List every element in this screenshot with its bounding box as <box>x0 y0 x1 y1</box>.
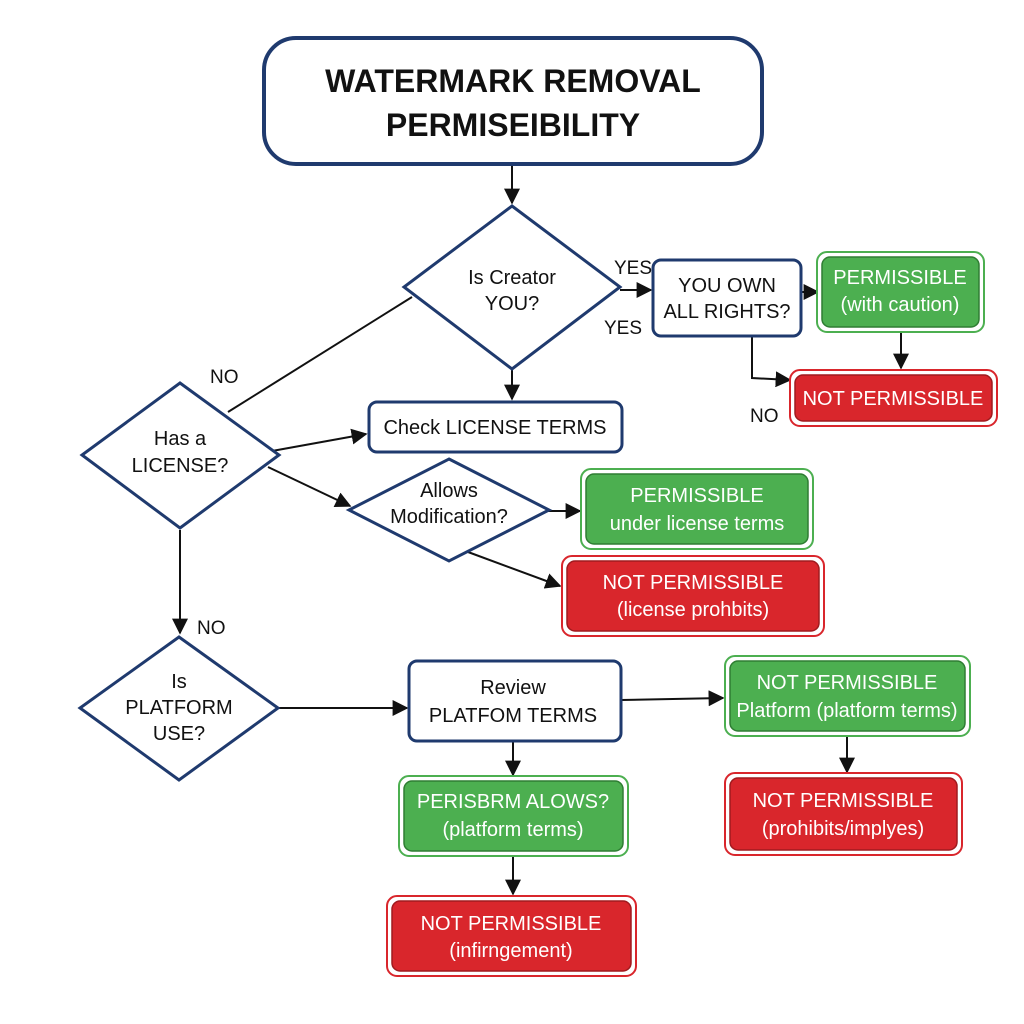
perm-license-line-2: under license terms <box>610 513 785 535</box>
not-perm-platform-line-2: Platform (platform terms) <box>736 700 957 722</box>
decision-is-platform-use: Is PLATFORM USE? <box>77 635 281 782</box>
not-perm-license-line-1: NOT PERMISSIBLE <box>603 572 784 594</box>
not-perm-top-line-1: NOT PERMISSIBLE <box>803 388 984 410</box>
edge-label-no-rights: NO <box>750 406 779 427</box>
decision-is-creator-you: Is Creator YOU? <box>401 204 623 371</box>
not-perm-infringe-line-1: NOT PERMISSIBLE <box>421 913 602 935</box>
edge-label-yes-lower: YES <box>604 318 642 339</box>
platform-allows-line-2: (platform terms) <box>442 819 583 841</box>
outcome-platform-allows: PERISBRM ALOWS? (platform terms) <box>398 775 629 857</box>
box-review-platform-terms: Review PLATFOM TERMS <box>407 659 623 743</box>
platform-use-line-3: USE? <box>153 723 205 745</box>
arrow-allows-mod-to-not-perm-license <box>467 551 562 589</box>
arrow-review-to-not-perm-platform <box>620 690 725 707</box>
platform-use-line-2: PLATFORM <box>125 697 232 719</box>
caution-line-1: PERMISSIBLE <box>833 267 966 289</box>
outcome-permissible-with-caution: PERMISSIBLE (with caution) <box>816 251 985 333</box>
arrow-has-license-to-check-license <box>271 428 368 452</box>
creator-line-1: Is Creator <box>468 267 556 289</box>
outcome-permissible-under-license: PERMISSIBLE under license terms <box>580 468 814 550</box>
check-license-line-1: Check LICENSE TERMS <box>383 417 606 439</box>
arrow-own-rights-to-not-perm <box>751 337 792 388</box>
not-perm-platform-line-1: NOT PERMISSIBLE <box>757 672 938 694</box>
not-perm-implies-line-1: NOT PERMISSIBLE <box>753 790 934 812</box>
caution-line-2: (with caution) <box>841 294 960 316</box>
arrow-has-license-to-allows-mod <box>267 466 352 508</box>
edge-label-no-license: NO <box>197 618 226 639</box>
decision-allows-modification: Allows Modification? <box>345 457 553 563</box>
review-platform-line-2: PLATFOM TERMS <box>429 705 597 727</box>
outcome-not-permissible-implies: NOT PERMISSIBLE (prohibits/implyes) <box>724 772 963 856</box>
has-license-line-1: Has a <box>154 428 207 450</box>
perm-license-line-1: PERMISSIBLE <box>630 485 763 507</box>
title-box: WATERMARK REMOVAL PERMISEIBILITY <box>262 36 764 166</box>
creator-line-2: YOU? <box>485 293 539 315</box>
outcome-not-permissible-infringement: NOT PERMISSIBLE (infirngement) <box>386 895 637 977</box>
has-license-line-2: LICENSE? <box>132 455 229 477</box>
not-perm-license-line-2: (license prohbits) <box>617 599 769 621</box>
edge-label-no-creator: NO <box>210 367 239 388</box>
outcome-not-permissible-license: NOT PERMISSIBLE (license prohbits) <box>561 555 825 637</box>
outcome-not-permissible-top: NOT PERMISSIBLE <box>789 369 998 427</box>
box-you-own-all-rights: YOU OWN ALL RIGHTS? <box>651 258 803 338</box>
decision-has-a-license: Has a LICENSE? <box>79 381 282 530</box>
line-creator-to-has-license <box>227 296 413 413</box>
own-rights-line-2: ALL RIGHTS? <box>663 301 790 323</box>
connectors <box>172 165 909 896</box>
allows-mod-line-1: Allows <box>420 480 478 502</box>
platform-use-line-1: Is <box>171 671 187 693</box>
edge-label-yes-upper: YES <box>614 258 652 279</box>
own-rights-line-1: YOU OWN <box>678 275 776 297</box>
platform-allows-line-1: PERISBRM ALOWS? <box>417 791 609 813</box>
allows-mod-line-2: Modification? <box>390 506 508 528</box>
review-platform-line-1: Review <box>480 677 546 699</box>
outcome-not-permissible-platform: NOT PERMISSIBLE Platform (platform terms… <box>724 655 971 737</box>
box-check-license-terms: Check LICENSE TERMS <box>367 400 624 454</box>
title-line-1: WATERMARK REMOVAL <box>325 63 701 99</box>
not-perm-implies-line-2: (prohibits/implyes) <box>762 818 924 840</box>
not-perm-infringe-line-2: (infirngement) <box>449 940 572 962</box>
title-line-2: PERMISEIBILITY <box>386 107 640 143</box>
